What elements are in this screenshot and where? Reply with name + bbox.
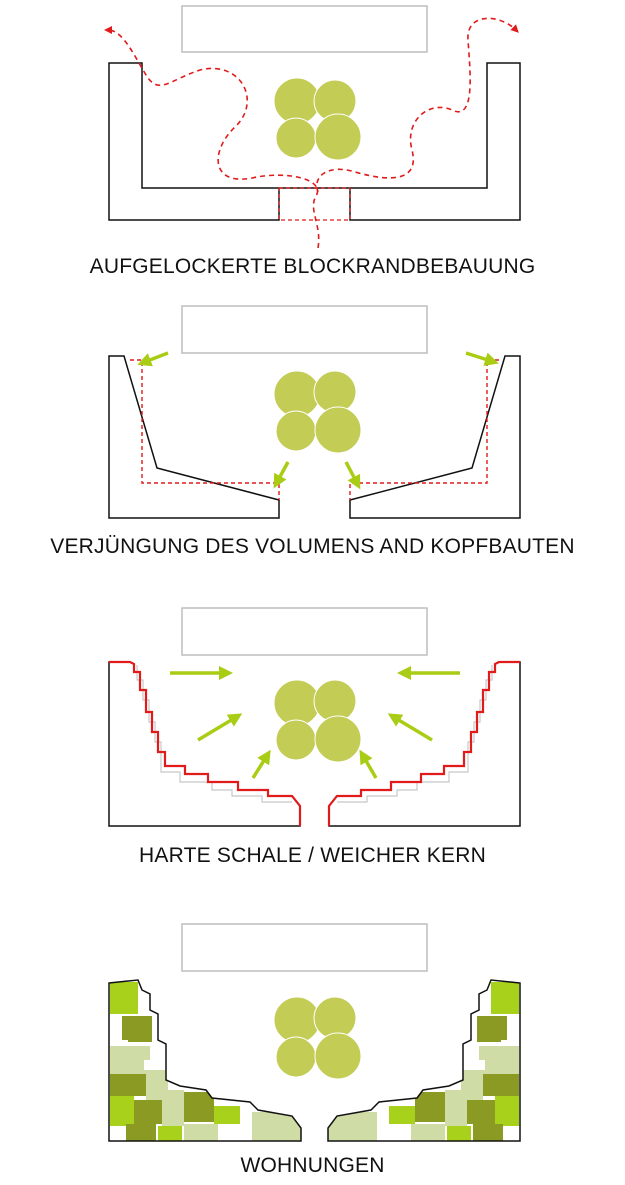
arrow-icon xyxy=(387,713,433,742)
label-box xyxy=(181,607,428,656)
caption-panel-4: WOHNUNGEN xyxy=(240,1154,385,1177)
arrow-icon xyxy=(251,749,271,779)
arrow-icon xyxy=(137,351,169,367)
block-left-outline xyxy=(108,979,302,1142)
label-box xyxy=(181,923,428,972)
inward-arrows xyxy=(170,666,460,779)
tree-cluster-icon xyxy=(273,679,362,763)
arrow-icon xyxy=(465,351,499,366)
arrow-icon xyxy=(359,749,378,779)
panel-2-drawing xyxy=(108,305,521,519)
former-volume-left xyxy=(130,359,280,500)
inner-steps-right xyxy=(337,665,493,803)
block-right-outline xyxy=(327,979,521,1142)
former-volume-right xyxy=(349,359,499,500)
inner-steps-left xyxy=(136,665,292,803)
hard-shell-left xyxy=(109,660,302,826)
label-box xyxy=(181,5,428,53)
block-right-wing xyxy=(349,355,521,519)
tree-cluster-icon xyxy=(273,77,362,161)
gate-passage xyxy=(278,187,351,221)
tree-cluster-icon xyxy=(273,370,362,454)
arrow-icon xyxy=(344,461,361,490)
block-outline xyxy=(108,62,521,221)
arrow-icon xyxy=(197,713,243,742)
panel-3-drawing xyxy=(108,607,521,827)
arrow-icon xyxy=(273,461,290,489)
caption-panel-1: AUFGELOCKERTE BLOCKRANDBEBAUUNG xyxy=(89,255,536,278)
caption-panel-3: HARTE SCHALE / WEICHER KERN xyxy=(139,844,486,867)
panel-1-drawing xyxy=(104,5,521,249)
tree-cluster-icon xyxy=(273,996,362,1080)
taper-arrows xyxy=(137,351,499,490)
hard-shell-right xyxy=(327,660,520,826)
label-box xyxy=(181,305,428,354)
caption-panel-2: VERJÜNGUNG DES VOLUMENS AND KOPFBAUTEN xyxy=(50,535,575,558)
block-left-wing xyxy=(108,355,280,519)
panel-4-drawing xyxy=(108,923,521,1142)
